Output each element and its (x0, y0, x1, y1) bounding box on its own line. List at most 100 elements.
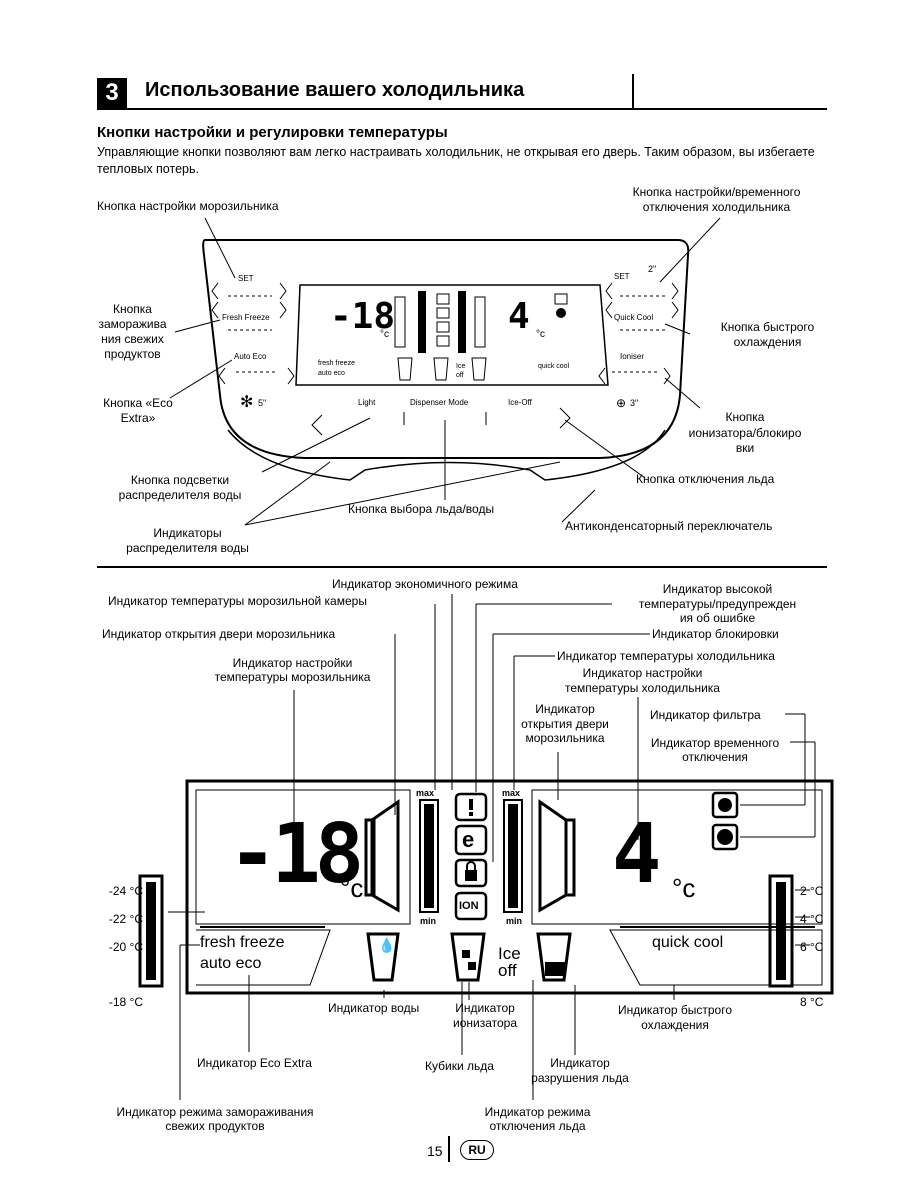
water-drop-icon: 💧 (378, 937, 396, 953)
label-indicators-1: Индикаторы (153, 526, 222, 540)
lock-icon: ⊕ (616, 396, 627, 410)
label-ion-2: ионизатора/блокиро (688, 426, 802, 440)
footer-divider (448, 1136, 450, 1162)
label-fridge-set-1: Индикатор настройки (582, 666, 703, 680)
scale-left-4: -18 °C (108, 995, 143, 1009)
label-eco-mode: Индикатор экономичного режима (332, 577, 518, 591)
label-fresh-4: продуктов (104, 347, 161, 361)
label-fridge-temp: Индикатор температуры холодильника (557, 649, 775, 663)
display-ice: Ice (498, 944, 521, 963)
panel-fridge-temp: 4 (508, 296, 530, 337)
label-freezer-temp: Индикатор температуры морозильной камеры (108, 594, 367, 608)
label-freezer-door: Индикатор открытия двери морозильника (102, 627, 336, 641)
label-quick-2: охлаждения (641, 1018, 709, 1032)
display-fresh-freeze: fresh freeze (200, 934, 285, 951)
label-ice-off: Кнопка отключения льда (636, 472, 775, 486)
label-light-2: распределителя воды (118, 488, 242, 502)
language-badge: RU (460, 1140, 494, 1160)
panel-ioniser: Ioniser (620, 352, 645, 361)
label-ion-1: Кнопка (725, 410, 765, 424)
scale-left-3: -20 °C (108, 940, 143, 954)
display-quick-cool: quick cool (652, 934, 724, 951)
scale-right-2: 4 °C (800, 912, 824, 926)
label-fridge-set-2: температуры холодильника (565, 681, 720, 695)
scale-right-3: 6 °C (800, 940, 824, 954)
display-fridge-temp: 4 (612, 807, 662, 902)
panel-unit-right: °c (536, 329, 545, 340)
panel-three-sec: 3" (630, 398, 639, 408)
display-ion: ION (459, 900, 479, 912)
scale-left-1: -24 °C (108, 884, 143, 898)
label-eco-extra: Индикатор Eco Extra (197, 1056, 312, 1070)
label-fresh-mode-1: Индикатор режима замораживания (116, 1105, 314, 1119)
label-quick-2: охлаждения (733, 335, 802, 349)
label-light-1: Кнопка подсветки (130, 473, 230, 487)
label-dispenser: Кнопка выбора льда/воды (348, 502, 495, 516)
label-cubes: Кубики льда (425, 1059, 494, 1073)
label-door2-1: Индикатор (535, 702, 595, 716)
display-min-right: min (506, 916, 523, 926)
panel-quick-cool: Quick Cool (614, 313, 654, 322)
display-max-left: max (416, 788, 435, 798)
panel-freezer-temp: -18 (330, 296, 396, 337)
label-eco-2: Extra» (120, 411, 156, 425)
label-anticondensation: Антиконденсаторный переключатель (565, 519, 773, 533)
display-freezer-temp: -18 (228, 807, 364, 902)
label-iceoff-mode-2: отключения льда (489, 1119, 586, 1133)
label-freezer-set-1: Индикатор настройки (232, 656, 353, 670)
scale-right-1: 2 °C (800, 884, 824, 898)
panel-small-off: off (456, 372, 464, 379)
label-eco-1: Кнопка «Eco (103, 396, 173, 410)
panel-light: Light (358, 398, 376, 407)
label-crush-1: Индикатор (550, 1056, 610, 1070)
panel-dispenser-mode: Dispenser Mode (410, 398, 469, 407)
subsection-title: Кнопки настройки и регулировки температу… (97, 124, 448, 141)
label-fresh-1: Кнопка (113, 302, 152, 316)
label-ion-3: вки (735, 441, 755, 455)
label-lock: Индикатор блокировки (652, 627, 779, 641)
label-fresh-mode-2: свежих продуктов (165, 1119, 265, 1133)
label-vacation-2: отключения (682, 750, 748, 764)
label-freezer-set: Кнопка настройки морозильника (97, 199, 279, 213)
panel-set-right: SET (614, 272, 630, 281)
title-divider (632, 74, 634, 108)
page-number: 15 (427, 1143, 443, 1159)
panel-eco-sec: 5" (258, 398, 267, 408)
display-auto-eco: auto eco (200, 955, 262, 972)
label-indicators-2: распределителя воды (126, 541, 249, 555)
panel-unit-left: °c (380, 329, 389, 340)
display-unit-right: °c (672, 873, 696, 903)
snowflake-icon: ✻ (240, 394, 254, 411)
label-water: Индикатор воды (328, 1001, 420, 1015)
panel-two-sec: 2" (648, 264, 657, 274)
label-quick-1: Кнопка быстрого (720, 320, 815, 334)
label-high-temp-3: ия об ошибке (679, 611, 756, 625)
display-unit-left: °c (340, 873, 364, 903)
label-freezer-set-2: температуры морозильника (214, 670, 371, 684)
label-door2-2: открытия двери (521, 717, 609, 731)
label-door2-3: морозильника (525, 731, 605, 745)
section-title: Использование вашего холодильника (145, 79, 525, 101)
label-quick-1: Индикатор быстрого (617, 1003, 733, 1017)
display-off: off (498, 961, 517, 980)
panel-small-ice: Ice (456, 363, 466, 370)
label-ioniser-2: ионизатора (452, 1016, 517, 1030)
eco-e-icon: e (462, 827, 475, 852)
panel-auto-eco: Auto Eco (234, 352, 267, 361)
label-iceoff-mode-1: Индикатор режима (484, 1105, 591, 1119)
panel-small-quick: quick cool (538, 363, 570, 370)
panel-ice-off: Ice-Off (508, 398, 532, 407)
panel-set-left: SET (238, 274, 254, 283)
section-number: 3 (97, 78, 127, 108)
label-filter: Индикатор фильтра (650, 708, 761, 722)
label-vacation-1: Индикатор временного (650, 736, 780, 750)
label-fresh-2: заморажива (98, 317, 167, 331)
title-underline (97, 108, 827, 110)
label-fridge-set-2: отключения холодильника (642, 200, 791, 214)
scale-left-2: -22 °C (108, 912, 143, 926)
panel-small-auto: auto eco (318, 370, 345, 377)
scale-right-4: 8 °C (800, 995, 824, 1009)
display-min-left: min (420, 916, 437, 926)
panel-fresh-freeze: Fresh Freeze (222, 313, 270, 322)
intro-text: Управляющие кнопки позволяют вам легко н… (97, 145, 815, 176)
